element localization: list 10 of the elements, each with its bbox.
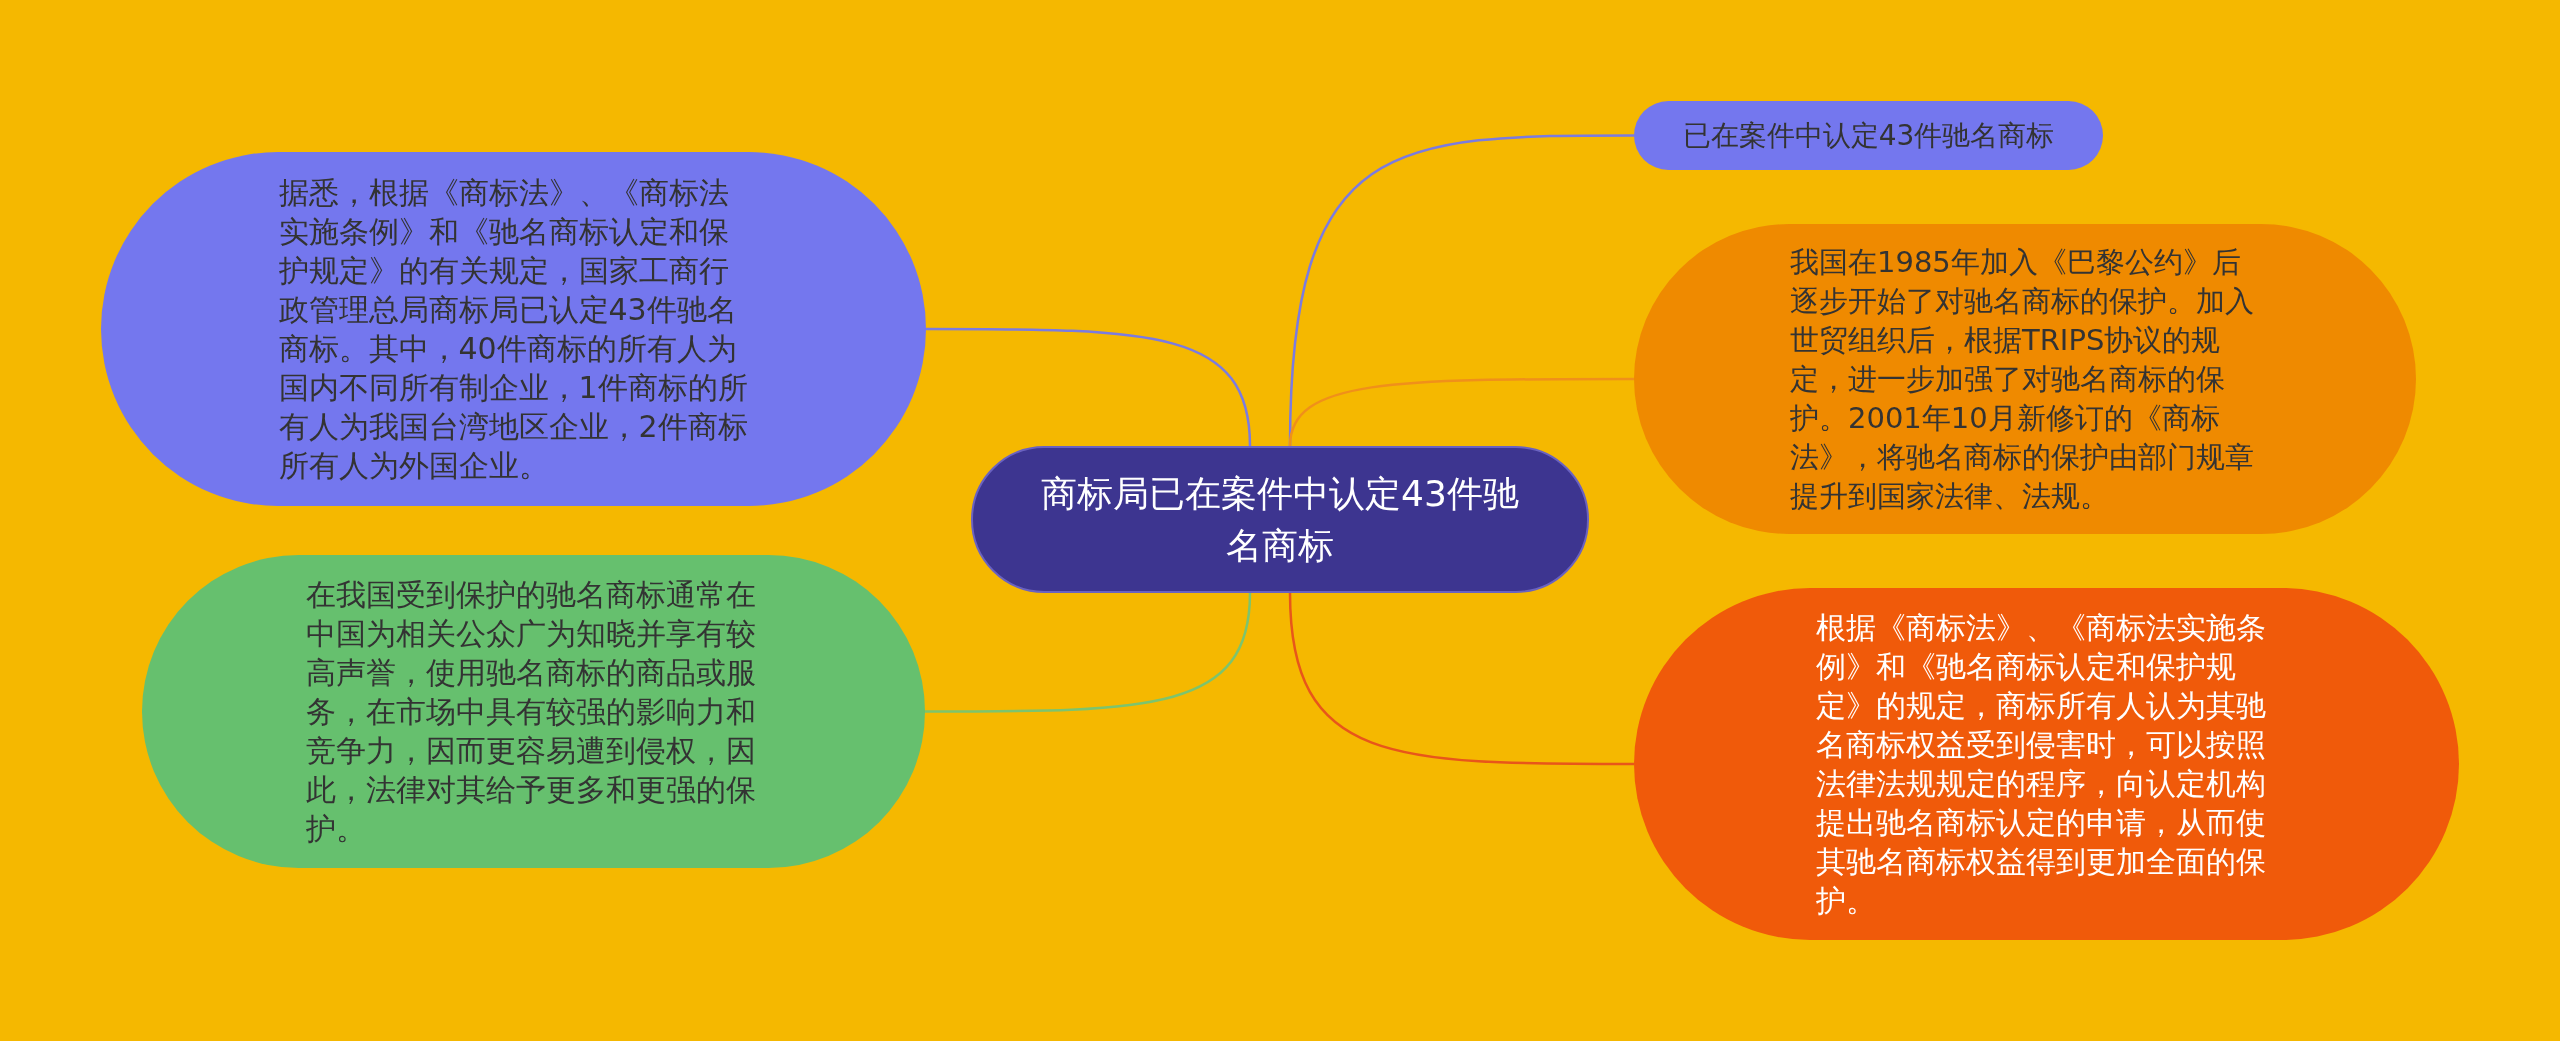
connector-curve: [1288, 592, 1634, 766]
topic-text: 商标局已在案件中认定43件驰名商标: [1040, 471, 1520, 568]
connector-curve: [926, 327, 1252, 447]
connector-curve: [1288, 377, 1634, 447]
topic-text: 我国在1985年加入《巴黎公约》后逐步开始了对驰名商标的保护。加入世贸组织后，根据TRIPS协议的规定，进一步加强了对驰名商标的保护。2001年10月新修订的《商标法》，将驰名商标的保护由部门规章提升到国家法律、法规。: [1790, 243, 2255, 515]
connector-curve: [925, 592, 1252, 713]
topic-text: 据悉，根据《商标法》、《商标法实施条例》和《驰名商标认定和保护规定》的有关规定，国家工商行政管理总局商标局已认定43件驰名商标。其中，40件商标的所有人为国内不同所有制企业，1件商标的所有人为我国台湾地区企业，2件商标所有人为外国企业。: [278, 174, 749, 485]
topic-text: 已在案件中认定43件驰名商标: [1681, 117, 2056, 154]
topic-text: 根据《商标法》、《商标法实施条例》和《驰名商标认定和保护规定》的规定，商标所有人认为其驰名商标权益受到侵害时，可以按照法律法规规定的程序，向认定机构提出驰名商标认定的申请，从而使其驰名商标权益得到更加全面的保护。: [1815, 609, 2267, 920]
topic-text: 在我国受到保护的驰名商标通常在中国为相关公众广为知晓并享有较高声誉，使用驰名商标的商品或服务，在市场中具有较强的影响力和竞争力，因而更容易遭到侵权，因此，法律对其给予更多和更强的保护。: [305, 576, 757, 848]
